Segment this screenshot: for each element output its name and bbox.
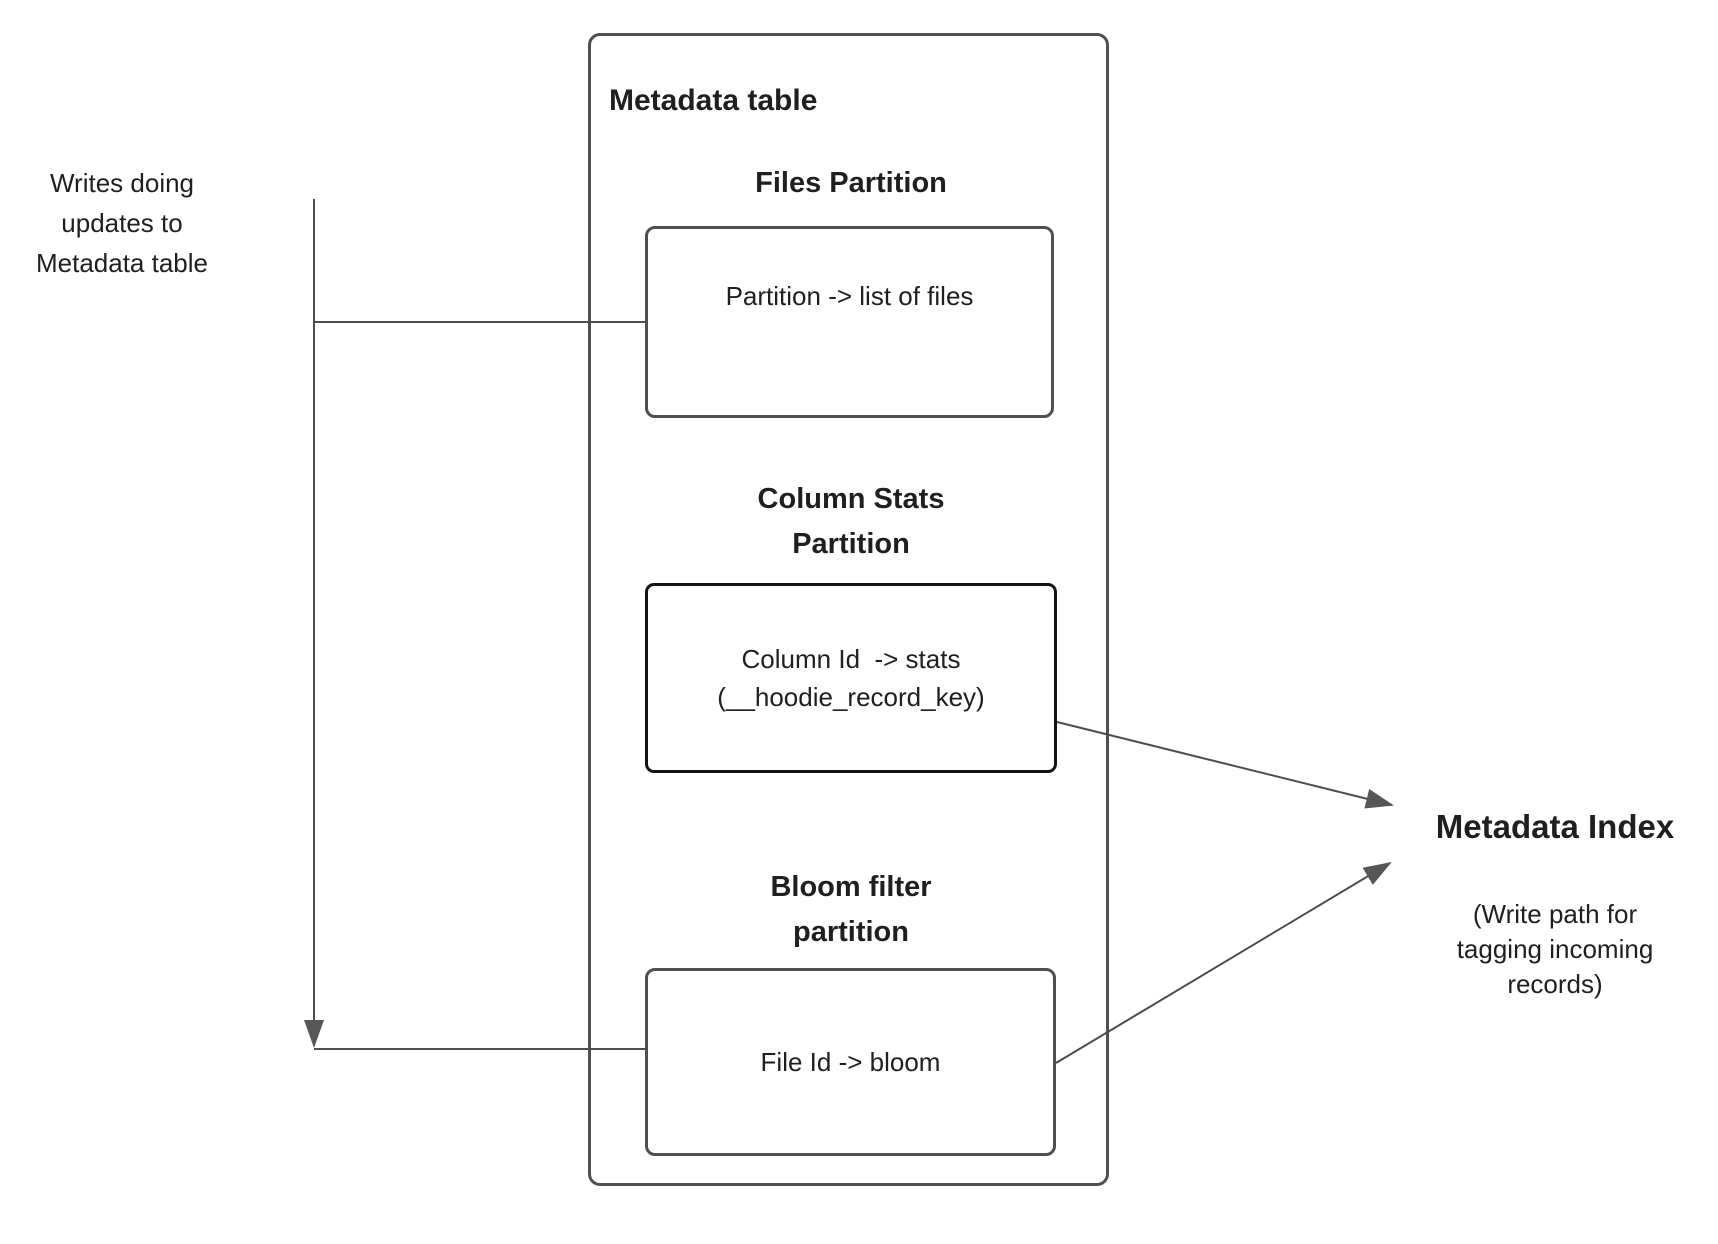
column-stats-partition-box: Column Id -> stats (__hoodie_record_key): [645, 583, 1057, 773]
files-partition-box: Partition -> list of files: [645, 226, 1054, 418]
column-stats-partition-header: Column Stats Partition: [757, 483, 945, 560]
metadata-table-title: Metadata table: [609, 84, 818, 117]
bloom-filter-partition-box: File Id -> bloom: [645, 968, 1056, 1156]
bloom-filter-partition-header: Bloom filter partition: [770, 871, 932, 948]
metadata-index-subtitle: (Write path for tagging incoming records…: [1456, 899, 1654, 999]
writes-updates-label: Writes doing updates to Metadata table: [35, 168, 208, 278]
bloom-filter-partition-body: File Id -> bloom: [760, 1047, 941, 1077]
files-partition-body: Partition -> list of files: [725, 281, 974, 311]
files-partition-header: Files Partition: [755, 167, 947, 199]
metadata-index-title: Metadata Index: [1435, 808, 1675, 845]
column-stats-partition-body: Column Id -> stats (__hoodie_record_key): [717, 644, 985, 712]
